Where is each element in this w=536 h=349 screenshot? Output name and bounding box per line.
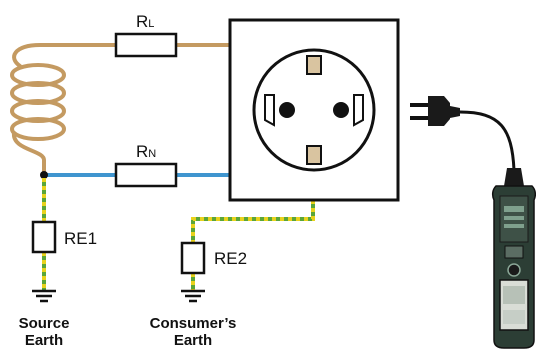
consumer-earth-wire bbox=[191, 200, 315, 290]
socket-pin-hole-left bbox=[279, 102, 295, 118]
source-earth-label-line1: Source bbox=[19, 315, 70, 332]
resistor-re1 bbox=[31, 220, 57, 254]
source-earth-label-line2: Earth bbox=[25, 332, 63, 349]
resistor-rn bbox=[114, 162, 178, 188]
tester-cable bbox=[459, 110, 516, 171]
neutral-earth-junction bbox=[40, 171, 48, 179]
socket-earth-clip-top bbox=[306, 55, 322, 75]
consumer-earth-label-line2: Earth bbox=[174, 332, 212, 349]
consumer-ground-symbol bbox=[181, 289, 205, 303]
tester-test-button bbox=[504, 245, 524, 259]
tester-dial bbox=[507, 263, 521, 277]
source-ground-symbol bbox=[32, 289, 56, 303]
plug bbox=[410, 96, 460, 126]
source-coil bbox=[10, 43, 118, 177]
re2-label: RE2 bbox=[214, 249, 247, 268]
resistor-re2 bbox=[180, 241, 206, 275]
resistor-rl bbox=[114, 32, 178, 58]
earth-loop-tester bbox=[491, 168, 536, 349]
re1-label: RE1 bbox=[64, 229, 97, 248]
rl-label: RL bbox=[136, 12, 154, 31]
socket-pin-hole-right bbox=[333, 102, 349, 118]
rn-label: RN bbox=[136, 142, 156, 161]
socket-earth-clip-bottom bbox=[306, 145, 322, 165]
wall-socket bbox=[228, 18, 400, 202]
consumer-earth-label-line1: Consumer’s bbox=[150, 315, 237, 332]
